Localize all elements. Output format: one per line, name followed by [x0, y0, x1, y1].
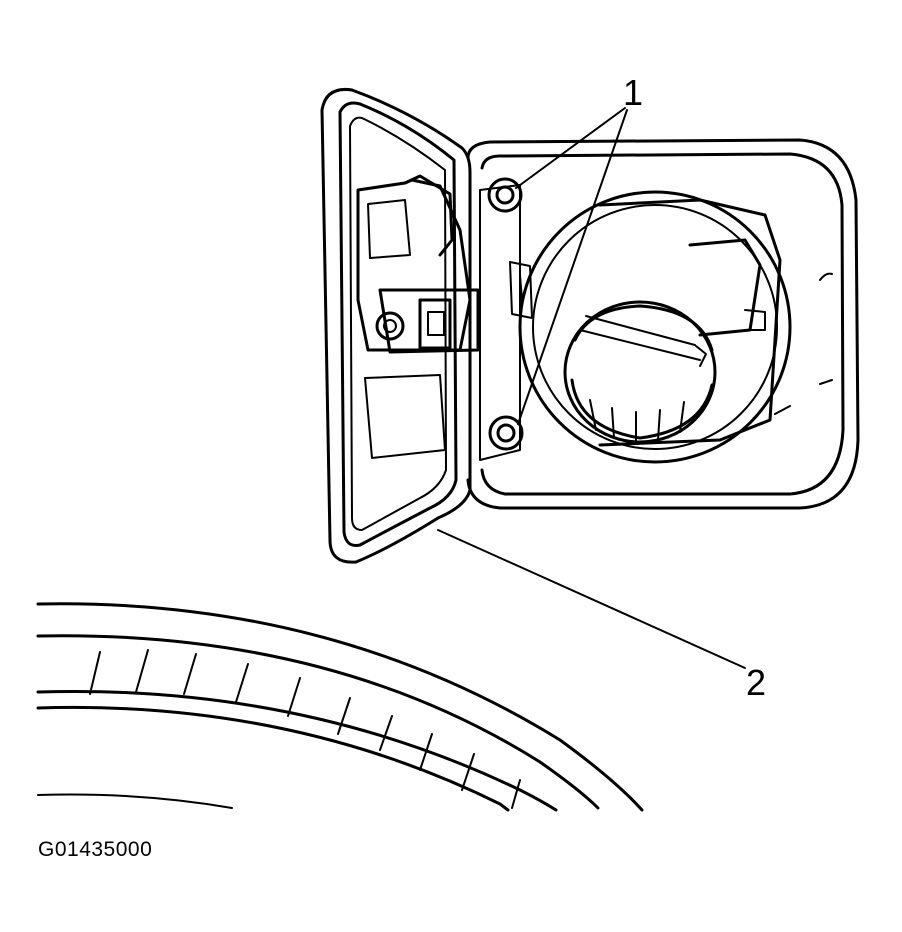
wheel-arch	[36, 602, 644, 812]
callout-2-label: 2	[746, 662, 767, 703]
callout-2-leader	[437, 529, 746, 669]
callout-1-label: 1	[623, 72, 644, 113]
figure-id: G01435000	[38, 838, 153, 861]
mounting-screw-upper	[487, 177, 523, 213]
fuel-door	[320, 87, 480, 564]
fuel-cap	[563, 300, 717, 444]
callout-1-leaders	[515, 107, 628, 425]
filler-neck	[509, 190, 792, 464]
filler-housing	[466, 138, 860, 510]
mounting-screw-lower	[488, 415, 524, 451]
